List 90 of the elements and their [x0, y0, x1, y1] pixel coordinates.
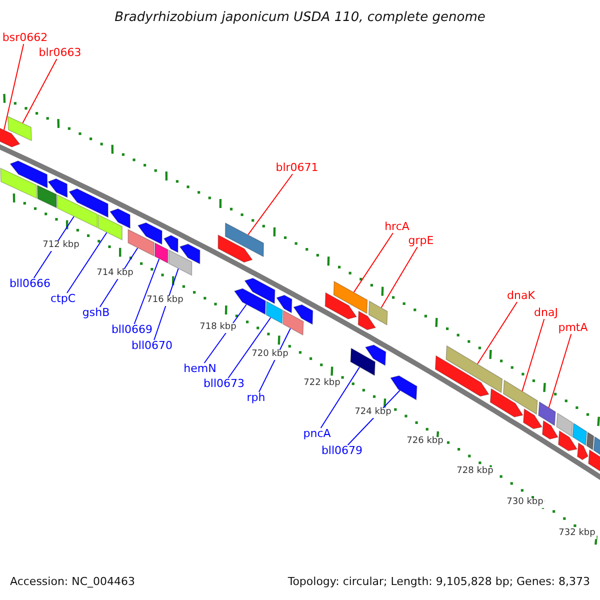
gene-feature — [244, 278, 276, 304]
gene-feature — [446, 345, 503, 394]
gene-label: pmtA — [558, 322, 588, 334]
tick-label: 726 kbp — [406, 437, 444, 447]
map-title: Bradyrhizobium japonicum USDA 110, complete genome — [114, 10, 486, 26]
gene-feature — [168, 249, 192, 276]
tick-label: 732 kbp — [558, 529, 596, 539]
leader-line — [22, 58, 58, 124]
tick-label: 718 kbp — [198, 323, 238, 333]
tick-label: 716 kbp — [146, 296, 184, 306]
leader-line — [522, 318, 545, 392]
tick-label: 728 kbp — [456, 467, 494, 477]
tick-label: 730 kbp — [506, 498, 544, 508]
gene-feature — [224, 222, 264, 258]
gene-feature — [10, 160, 48, 189]
leader-line — [154, 268, 179, 340]
gene-feature — [36, 184, 57, 208]
tick-label: 712 kbp — [42, 241, 80, 251]
gene-label: hemN — [184, 362, 216, 376]
leader-line — [228, 317, 272, 378]
gene-feature — [586, 432, 594, 450]
gene-feature — [572, 422, 588, 446]
leader-line — [320, 366, 360, 428]
gene-feature — [350, 348, 376, 376]
leader-line — [134, 258, 160, 324]
gene-feature — [556, 412, 574, 437]
gene-feature — [368, 300, 388, 326]
gene-label: dnaK — [507, 290, 535, 302]
gene-label: gshB — [82, 306, 110, 320]
gene-feature — [0, 168, 38, 199]
leader-line — [548, 334, 572, 408]
genome-stats-text: Topology: circular; Length: 9,105,828 bp; Genes: 8,373 — [288, 576, 590, 588]
gene-feature — [522, 408, 543, 430]
gene-feature — [218, 234, 253, 263]
tick-label: 722 kbp — [302, 379, 342, 389]
gene-feature — [502, 380, 538, 415]
gene-feature — [56, 194, 98, 228]
gene-feature — [266, 300, 283, 324]
gene-label: bsr0662 — [2, 32, 48, 44]
gene-label: bll0679 — [321, 444, 363, 458]
tick-label: 720 kbp — [250, 350, 290, 360]
gene-label: blr0663 — [38, 46, 82, 60]
gene-label: bll0669 — [111, 324, 153, 336]
gene-label: hrcA — [384, 220, 410, 234]
gene-feature — [558, 430, 578, 452]
gene-feature — [137, 222, 162, 245]
gene-feature — [593, 436, 600, 456]
gene-feature — [333, 280, 368, 314]
gene-feature — [434, 355, 490, 397]
tick-label: 714 kbp — [96, 269, 134, 279]
gene-feature — [128, 228, 154, 257]
gene-label: blr0671 — [276, 162, 318, 174]
gene-feature — [0, 127, 20, 148]
gene-feature — [68, 188, 108, 218]
gene-feature — [98, 214, 122, 241]
gene-feature — [293, 304, 314, 325]
gene-label: rph — [246, 392, 266, 404]
gene-feature — [8, 116, 32, 142]
gene-label: bll0673 — [203, 378, 245, 390]
gene-label: grpE — [408, 234, 434, 248]
gene-feature — [179, 244, 200, 264]
leader-line — [4, 44, 24, 130]
gene-label: ctpC — [50, 292, 76, 306]
gene-feature — [154, 242, 168, 264]
gene-feature — [390, 375, 418, 400]
leader-line — [353, 232, 394, 293]
gene-feature — [109, 208, 130, 229]
leader-line — [66, 232, 108, 294]
gene-feature — [538, 401, 556, 426]
gene-label: pncA — [303, 428, 331, 440]
gene-feature — [364, 344, 386, 366]
gene-feature — [163, 234, 178, 254]
gene-label: bll0666 — [9, 278, 51, 290]
gene-label: dnaJ — [534, 306, 558, 320]
gene-feature — [282, 310, 304, 336]
accession-text: Accession: NC_004463 — [10, 576, 136, 588]
gene-feature — [276, 294, 292, 314]
gene-feature — [48, 178, 68, 198]
gene-feature — [542, 420, 559, 440]
leader-line — [248, 174, 294, 236]
gene-feature — [324, 292, 358, 320]
leader-line — [477, 302, 518, 364]
gene-feature — [588, 449, 600, 474]
gene-feature — [358, 310, 376, 330]
tick-label: 724 kbp — [354, 408, 392, 418]
gene-feature — [490, 388, 524, 418]
leader-line — [380, 246, 418, 308]
gene-feature — [234, 288, 266, 315]
gene-feature — [576, 442, 588, 460]
gene-label: bll0670 — [131, 340, 173, 352]
